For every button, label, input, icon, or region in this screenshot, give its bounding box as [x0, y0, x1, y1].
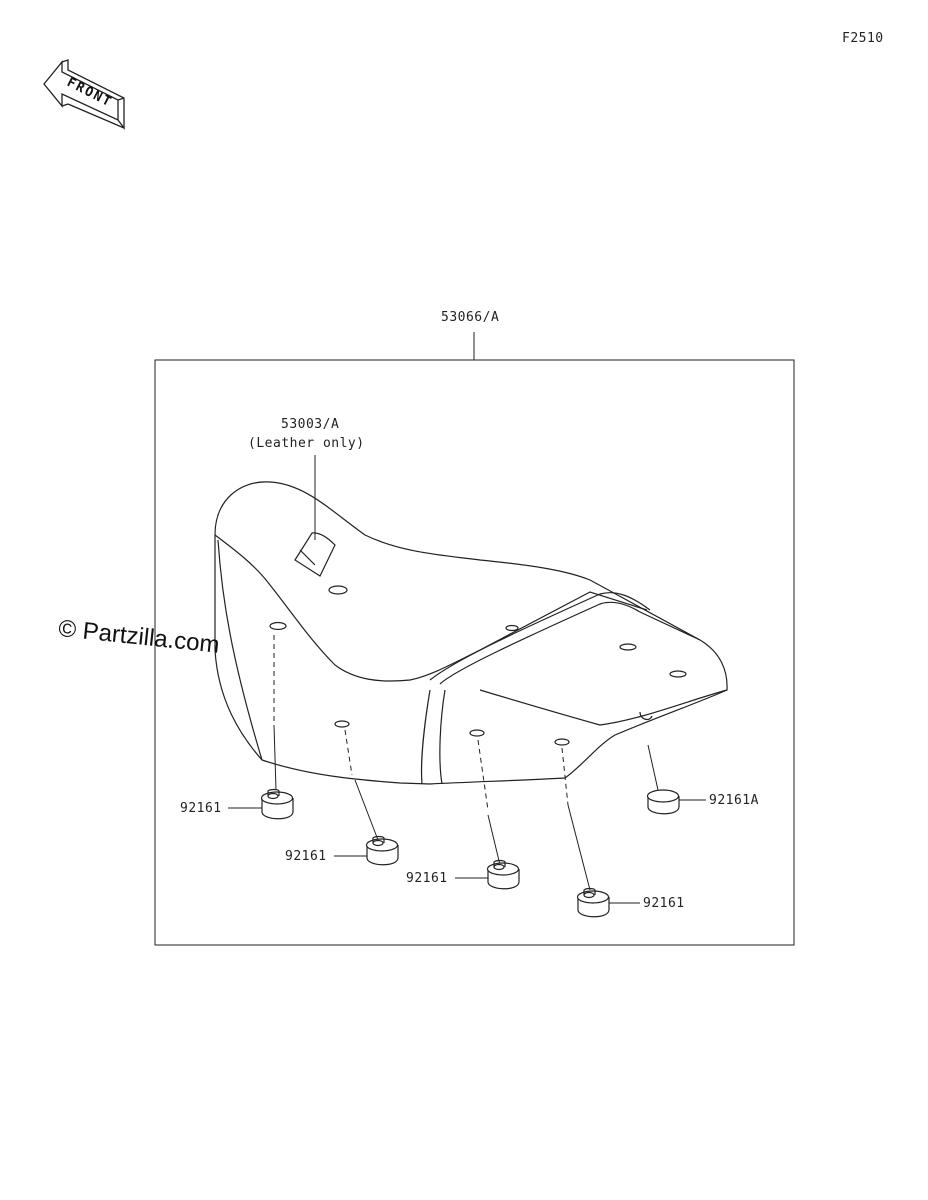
front-arrow-icon [43, 59, 125, 130]
seat-illustration [214, 481, 728, 785]
damper-4 [576, 887, 610, 918]
mount-dash-lines [273, 635, 569, 811]
mount-solid-lines [273, 724, 659, 891]
damper-5 [646, 789, 680, 815]
damper-4-part-number: 92161 [643, 896, 685, 911]
damper-5-part-number: 92161A [709, 793, 759, 808]
damper-2-part-number: 92161 [285, 849, 327, 864]
figure-code: F2510 [842, 31, 884, 46]
damper-leader-lines [228, 799, 706, 904]
damper-1-part-number: 92161 [180, 801, 222, 816]
damper-2 [365, 835, 399, 866]
damper-3-part-number: 92161 [406, 871, 448, 886]
assembly-part-number: 53066/A [441, 310, 500, 325]
cover-part-number: 53003/A [281, 417, 340, 432]
damper-1 [260, 788, 294, 820]
cover-note: (Leather only) [248, 436, 365, 451]
damper-3 [486, 859, 520, 890]
leather-cover-patch [294, 532, 336, 577]
